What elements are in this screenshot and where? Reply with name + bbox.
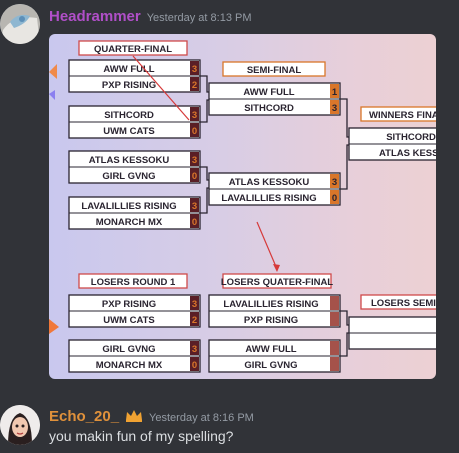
match-sf-1: AWW FULL SITHCORD 1 3 [208,82,341,116]
svg-text:ATLAS KESSOKU: ATLAS KESSOKU [89,155,170,166]
match-qf-2: SITHCORD UWM CATS 3 0 [68,105,201,139]
svg-text:SITHCORD: SITHCORD [244,103,294,114]
match-lsf [348,316,436,350]
message-text: you makin fun of my spelling? [49,428,234,444]
match-sf-2: ATLAS KESSOKU LAVALILLIES RISING 3 0 [208,172,341,206]
svg-text:PXP RISING: PXP RISING [102,80,156,91]
svg-text:SITHCORD: SITHCORD [386,132,436,143]
svg-text:3: 3 [192,344,197,355]
svg-text:0: 0 [192,360,197,371]
svg-text:LAVALILLIES RISING: LAVALILLIES RISING [221,193,316,204]
svg-text:LAVALILLIES RISING: LAVALILLIES RISING [223,299,318,310]
svg-text:PXP RISING: PXP RISING [102,299,156,310]
round-label-lr1: LOSERS ROUND 1 [78,273,188,289]
svg-text:ATLAS KESSOKU: ATLAS KESSOKU [229,177,310,188]
avatar-image [0,4,40,44]
svg-text:PXP RISING: PXP RISING [244,315,298,326]
match-qf-3: ATLAS KESSOKU GIRL GVNG 3 0 [68,150,201,184]
svg-text:3: 3 [192,64,197,75]
connector-lqf-lsf [340,310,349,357]
message-echo: Echo_20_ Yesterday at 8:16 PM you makin … [0,400,459,453]
round-label-lsf: LOSERS SEMI-FINAL [360,294,436,310]
svg-text:0: 0 [192,126,197,137]
connector-sf-wf [340,98,349,190]
match-lqf-2: AWW FULL GIRL GVNG [208,339,341,373]
round-label-wf: WINNERS FINAL [360,106,436,122]
username[interactable]: Echo_20_ [49,408,120,425]
tournament-bracket: QUARTER-FINAL SEMI-FINAL WINNERS FINAL L… [49,40,436,373]
svg-text:GIRL GVNG: GIRL GVNG [244,360,297,371]
svg-text:ATLAS KESSOKU: ATLAS KESSOKU [379,148,436,159]
avatar[interactable] [0,4,40,44]
timestamp: Yesterday at 8:13 PM [146,12,252,24]
round-label-qf: QUARTER-FINAL [78,40,188,56]
match-wf: SITHCORD ATLAS KESSOKU [348,127,436,161]
svg-text:AWW FULL: AWW FULL [103,64,154,75]
svg-text:3: 3 [192,155,197,166]
svg-text:SITHCORD: SITHCORD [104,110,154,121]
svg-text:GIRL GVNG: GIRL GVNG [102,344,155,355]
avatar[interactable] [0,405,40,445]
round-label-sf: SEMI-FINAL [222,61,326,77]
svg-text:AWW FULL: AWW FULL [245,344,296,355]
svg-text:LOSERS ROUND 1: LOSERS ROUND 1 [91,277,176,288]
decor-shape-orange [49,64,57,79]
svg-text:3: 3 [192,201,197,212]
crown-icon [125,407,143,422]
message-headrammer: Headrammer Yesterday at 8:13 PM QUARTER-… [0,4,436,379]
svg-text:MONARCH MX: MONARCH MX [96,360,163,371]
svg-text:QUARTER-FINAL: QUARTER-FINAL [94,44,172,55]
svg-text:2: 2 [192,315,197,326]
image-attachment[interactable]: QUARTER-FINAL SEMI-FINAL WINNERS FINAL L… [49,34,436,379]
match-lr1-2: GIRL GVNG MONARCH MX 3 0 [68,339,201,373]
svg-text:0: 0 [332,193,337,204]
svg-text:SEMI-FINAL: SEMI-FINAL [247,65,302,76]
svg-text:3: 3 [332,103,337,114]
svg-text:WINNERS FINAL: WINNERS FINAL [369,110,436,121]
svg-text:0: 0 [192,171,197,182]
svg-text:3: 3 [192,299,197,310]
svg-text:3: 3 [332,177,337,188]
svg-text:UWM CATS: UWM CATS [103,315,155,326]
avatar-image [0,405,40,445]
round-label-lqf: LOSERS QUATER-FINAL [221,273,333,289]
svg-text:LOSERS SEMI-FINAL: LOSERS SEMI-FINAL [371,298,436,309]
decor-shape-purple [49,90,55,100]
timestamp: Yesterday at 8:16 PM [149,412,254,424]
match-qf-1: AWW FULL PXP RISING 3 2 [68,59,201,93]
svg-text:AWW FULL: AWW FULL [243,87,294,98]
decor-shape-orange-low [49,319,59,334]
annotation-arrows [132,55,280,272]
connector-qf-sf [200,75,209,214]
match-qf-4: LAVALILLIES RISING MONARCH MX 3 0 [68,196,201,230]
svg-text:0: 0 [192,217,197,228]
username[interactable]: Headrammer [49,8,141,25]
svg-text:LAVALILLIES RISING: LAVALILLIES RISING [81,201,176,212]
svg-text:UWM CATS: UWM CATS [103,126,155,137]
svg-text:1: 1 [332,87,338,98]
match-lqf-1: LAVALILLIES RISING PXP RISING [208,294,341,328]
svg-text:3: 3 [192,110,197,121]
svg-text:LOSERS QUATER-FINAL: LOSERS QUATER-FINAL [221,277,333,288]
svg-text:GIRL GVNG: GIRL GVNG [102,171,155,182]
match-lr1-1: PXP RISING UWM CATS 3 2 [68,294,201,328]
svg-text:MONARCH MX: MONARCH MX [96,217,163,228]
svg-text:2: 2 [192,80,197,91]
